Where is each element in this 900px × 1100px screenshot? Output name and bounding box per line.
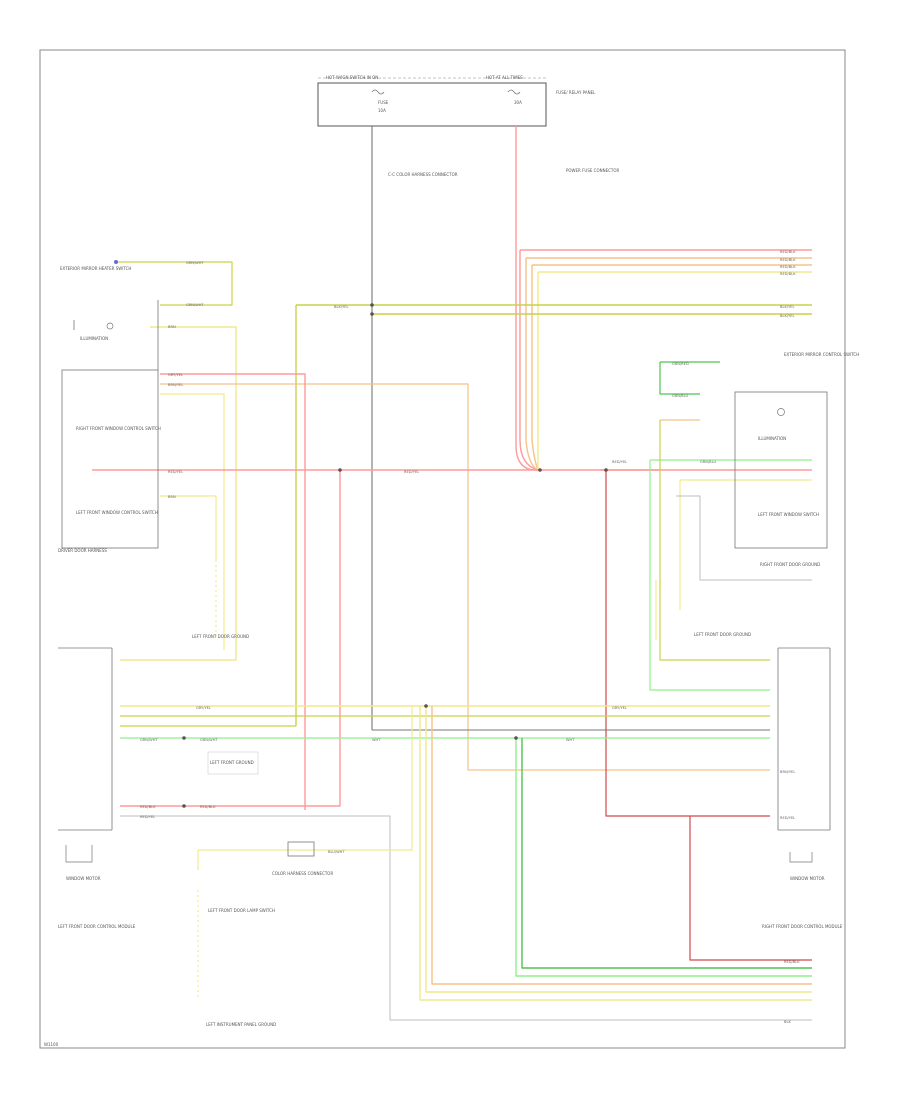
wire-label-brn: BRN: [168, 325, 176, 329]
wire-label-gry-yel: GRY/YEL: [168, 373, 183, 377]
right-motor-label: WINDOW MOTOR: [790, 876, 825, 881]
fuse-right-rating: 30A: [514, 100, 522, 105]
wire-label-wht-2: WHT: [566, 738, 575, 742]
left-ground-label: LEFT FRONT DOOR GROUND: [192, 634, 249, 639]
left-illumination-label: ILLUMINATION: [80, 336, 108, 341]
right-switch-assembly: ILLUMINATION LEFT FRONT WINDOW SWITCH EX…: [694, 352, 859, 637]
right-switch-label: EXTERIOR MIRROR CONTROL SWITCH: [784, 352, 859, 357]
wire-label-grn-wht-2: GRN/WHT: [186, 303, 204, 307]
fuse-box: HOT W/IGN SWITCH IN ON HOT AT ALL TIMES …: [317, 75, 596, 127]
wire-label-grn-blu: GRN/BLU: [672, 394, 688, 398]
fuse-left-label: FUSE: [378, 100, 389, 105]
left-door-module-label: LEFT FRONT DOOR CONTROL MODULE: [58, 924, 136, 929]
center-lamp-label: LEFT FRONT DOOR LAMP SWITCH: [208, 908, 275, 913]
wire-label-red-2: RED/BLK: [780, 258, 796, 262]
wire-labels: GRN/WHT GRN/WHT BRN GRY/YEL BRN/YEL RED/…: [140, 250, 800, 1024]
diagram-frame: [39, 49, 846, 1049]
wire-label-red-blk-3: RED/BLK: [784, 960, 800, 964]
center-connector-label: COLOR HARNESS CONNECTOR: [272, 871, 333, 876]
wire-label-red-yel-4: RED/YEL: [140, 815, 155, 819]
wire-label-red-1: RED/BLK: [780, 250, 796, 254]
wire-label-red-4: RED/BLK: [780, 272, 796, 276]
wire-label-brn-2: BRN: [168, 495, 176, 499]
left-motor-label: WINDOW MOTOR: [66, 876, 101, 881]
wire-label-blk-yel: BLK/YEL: [334, 305, 349, 309]
right-door-module: WINDOW MOTOR RIGHT FRONT DOOR CONTROL MO…: [762, 647, 843, 929]
left-harness-label: DRIVER DOOR HARNESS: [58, 548, 107, 553]
wire-label-wht: WHT: [372, 738, 381, 742]
wire-label-red-yel-3: RED/YEL: [612, 460, 627, 464]
right-ground-label: LEFT FRONT DOOR GROUND: [694, 632, 751, 637]
wire-label-red-yel-2: RED/YEL: [404, 470, 419, 474]
wire-label-blk: BLK: [784, 1020, 791, 1024]
wire-label-brn-yel: BRN/YEL: [168, 383, 183, 387]
wires: [92, 126, 812, 1021]
wire-label-red-3: RED/BLK: [780, 265, 796, 269]
left-switch-assembly: ILLUMINATION RIGHT FRONT WINDOW CONTROL …: [58, 260, 161, 553]
wire-label-grn-wht-3: GRN/WHT: [140, 738, 158, 742]
center-ground-label: LEFT FRONT GROUND: [210, 760, 254, 765]
center-connector: COLOR HARNESS CONNECTOR LEFT FRONT DOOR …: [206, 751, 333, 1027]
wire-label-red-blk-2: RED/BLK: [200, 805, 216, 809]
fuse-left-rating: 10A: [378, 108, 386, 113]
wire-label-grn-wht: GRN/WHT: [186, 261, 204, 265]
right-illumination-label: ILLUMINATION: [758, 436, 786, 441]
right-door-module-label: RIGHT FRONT DOOR CONTROL MODULE: [762, 924, 843, 929]
top-right-connector-label: POWER FUSE CONNECTOR: [566, 168, 619, 173]
wire-label-red-yel-5: RED/YEL: [780, 816, 795, 820]
right-door-ground-label: RIGHT FRONT DOOR GROUND: [760, 562, 820, 567]
wire-label-brn-yel-2: BRN/YEL: [780, 770, 795, 774]
wire-label-grn-red: GRN/RED: [672, 362, 689, 366]
wire-label-gry-yel-3: GRY/YEL: [612, 706, 627, 710]
splice-points: [182, 303, 608, 808]
left-window-switch-label: RIGHT FRONT WINDOW CONTROL SWITCH: [76, 426, 161, 431]
right-window-switch-label: LEFT FRONT WINDOW SWITCH: [758, 512, 819, 517]
diagram-code: W1100: [44, 1042, 59, 1047]
wire-label-blu-wht: BLU/WHT: [328, 850, 345, 854]
left-ground-bottom-label: LEFT INSTRUMENT PANEL GROUND: [206, 1022, 276, 1027]
wire-label-gry-yel-2: GRY/YEL: [196, 706, 211, 710]
left-door-module: WINDOW MOTOR LEFT FRONT DOOR CONTROL MOD…: [58, 647, 136, 929]
fuse-box-hot-ign-label: HOT W/IGN SWITCH IN ON: [326, 75, 378, 80]
mirror-heater-terminal: [114, 260, 118, 264]
wire-label-grn-wht-4: GRN/WHT: [200, 738, 218, 742]
wire-label-red-yel: RED/YEL: [168, 470, 183, 474]
left-window-switch2-label: LEFT FRONT WINDOW CONTROL SWITCH: [76, 510, 158, 515]
top-center-connector-label: C-C COLOR HARNESS CONNECTOR: [388, 172, 458, 177]
wire-label-blk-yel-3: BLK/YEL: [780, 314, 795, 318]
wire-label-red-blk: RED/BLK: [140, 805, 156, 809]
fuse-relay-panel-label: FUSE/ RELAY PANEL: [556, 90, 596, 95]
wire-label-blk-yel-2: BLK/YEL: [780, 305, 795, 309]
top-left-switch-label: EXTERIOR MIRROR HEATER SWITCH: [60, 266, 131, 271]
wire-label-grn-blu-2: GRN/BLU: [700, 460, 716, 464]
fuse-box-hot-always-label: HOT AT ALL TIMES: [486, 75, 523, 80]
